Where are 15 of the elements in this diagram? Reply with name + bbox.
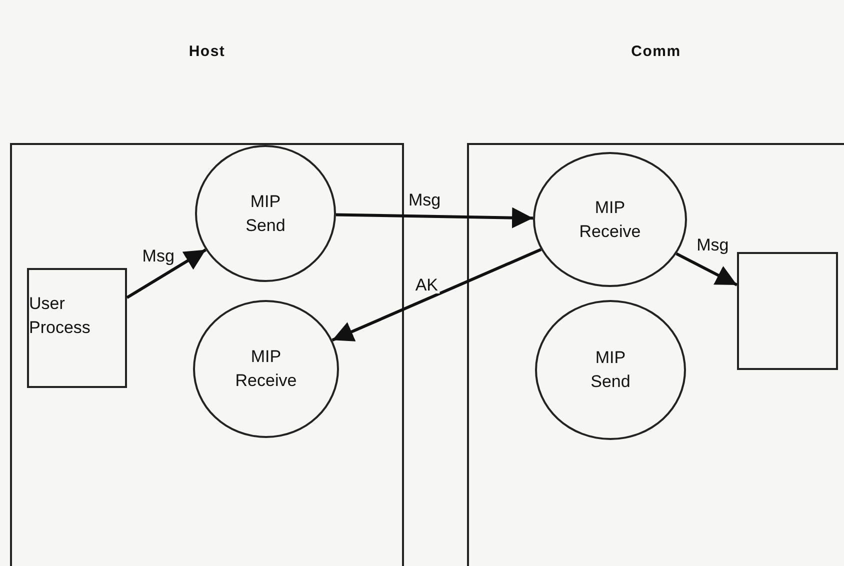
panel-frame — [10, 143, 404, 566]
arrow — [126, 248, 206, 299]
process-box: User Process — [27, 268, 127, 388]
column-heading: Host — [188, 42, 226, 62]
empty-box — [737, 252, 838, 370]
panel-frame — [467, 143, 844, 566]
arrow — [336, 207, 534, 228]
process-ellipse: MIP Receive — [533, 152, 687, 287]
process-ellipse: MIP Send — [535, 300, 686, 440]
process-ellipse: MIP Send — [195, 145, 336, 282]
arrow — [676, 252, 738, 286]
process-ellipse: MIP Receive — [193, 300, 339, 438]
arrow — [332, 248, 542, 342]
column-heading: Comm — [631, 42, 681, 62]
edge-label: AK — [413, 276, 440, 294]
